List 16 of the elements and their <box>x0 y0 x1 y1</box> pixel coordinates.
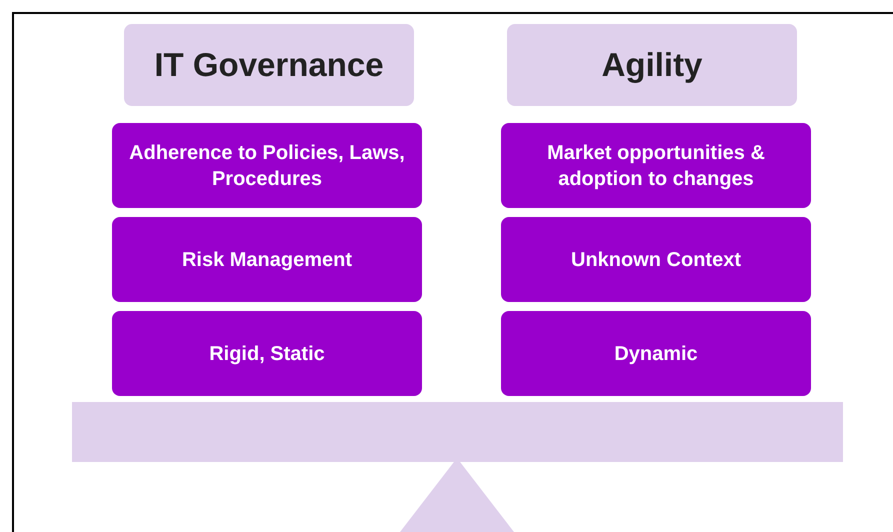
category-box <box>112 311 422 396</box>
box-text: Risk Management <box>182 248 352 272</box>
category-box <box>501 217 811 302</box>
box-text: Dynamic <box>614 342 698 366</box>
box-text: Rigid, Static <box>209 342 325 366</box>
box-text: Agility <box>602 46 702 84</box>
header-box <box>507 24 797 106</box>
box-text: Market opportunities & adoption to changes <box>546 140 766 192</box>
box-text: Adherence to Policies, Laws, Procedures <box>128 140 406 192</box>
category-box <box>501 123 811 208</box>
box-text: Unknown Context <box>571 248 741 272</box>
category-box <box>112 217 422 302</box>
category-box <box>112 123 422 208</box>
box-text: IT Governance <box>154 46 384 84</box>
category-box <box>501 311 811 396</box>
header-box <box>124 24 414 106</box>
